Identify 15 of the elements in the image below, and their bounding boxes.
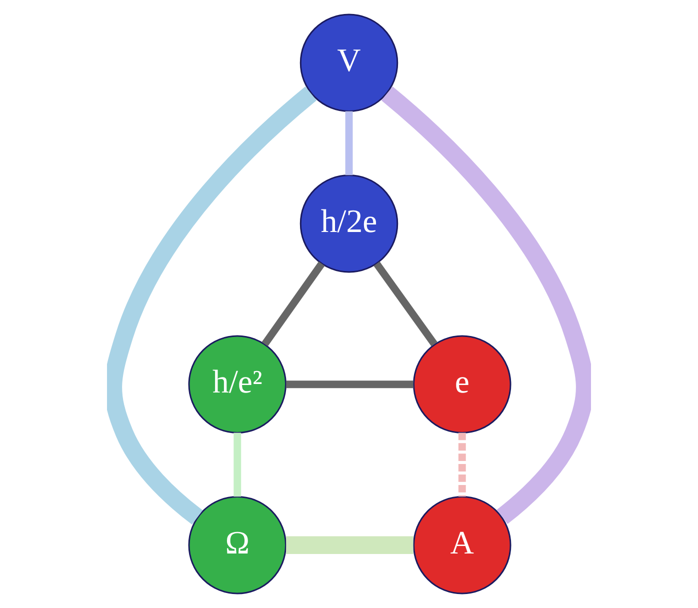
connector (381, 86, 591, 524)
connector (374, 262, 438, 346)
node-circle: V (300, 14, 398, 112)
connector (234, 432, 242, 497)
node-circle: h/2e (300, 174, 398, 273)
node-circle: h/e² (188, 335, 286, 434)
connector (262, 262, 325, 346)
connector (286, 380, 414, 388)
node-circle: Ω (188, 496, 286, 594)
connector (107, 86, 317, 524)
connector (286, 536, 414, 554)
node-circle: A (413, 496, 512, 594)
connector (345, 111, 353, 176)
connector (458, 432, 466, 497)
node-circle: e (413, 335, 512, 434)
